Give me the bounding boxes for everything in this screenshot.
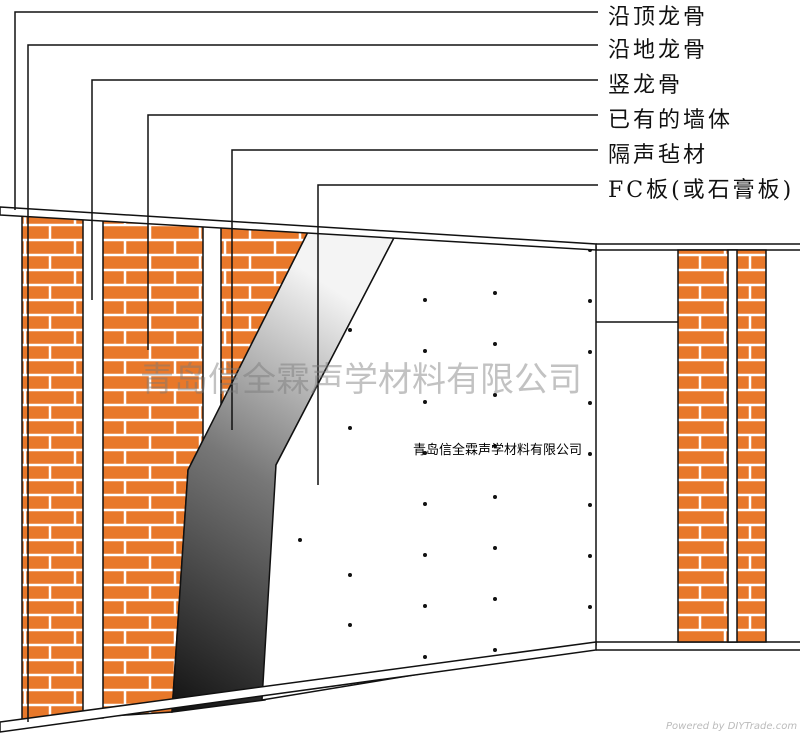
right-wall-section bbox=[596, 243, 800, 651]
screw bbox=[348, 426, 352, 430]
label-existing-wall: 已有的墙体 bbox=[608, 108, 734, 133]
screw bbox=[348, 573, 352, 577]
screw bbox=[423, 553, 427, 557]
label-fc-board: FC板(或石膏板) bbox=[608, 178, 795, 203]
screw bbox=[588, 299, 592, 303]
powered-by-footer: Powered by DIYTrade.com bbox=[666, 721, 798, 732]
screw bbox=[588, 554, 592, 558]
label-insulation-felt: 隔声毡材 bbox=[608, 143, 709, 168]
screw bbox=[493, 648, 497, 652]
label-top-track: 沿顶龙骨 bbox=[608, 5, 709, 30]
screw bbox=[588, 503, 592, 507]
screw bbox=[423, 298, 427, 302]
screw bbox=[493, 393, 497, 397]
screw bbox=[588, 452, 592, 456]
screw bbox=[423, 604, 427, 608]
screw bbox=[493, 291, 497, 295]
label-vertical-stud: 竖龙骨 bbox=[608, 73, 684, 98]
screw bbox=[588, 605, 592, 609]
screw bbox=[423, 451, 427, 455]
screw bbox=[493, 342, 497, 346]
screw bbox=[588, 401, 592, 405]
leader-lines bbox=[14, 11, 598, 722]
watermark-large: 青岛信全霖声学材料有限公司 bbox=[140, 360, 582, 400]
label-bottom-track: 沿地龙骨 bbox=[608, 38, 709, 63]
screw bbox=[348, 623, 352, 627]
watermark-small: 青岛信全霖声学材料有限公司 bbox=[413, 443, 583, 458]
screw bbox=[493, 597, 497, 601]
screw bbox=[423, 655, 427, 659]
screws bbox=[298, 240, 592, 659]
screw bbox=[493, 444, 497, 448]
screw bbox=[493, 495, 497, 499]
screw bbox=[588, 350, 592, 354]
screw bbox=[423, 349, 427, 353]
screw bbox=[423, 400, 427, 404]
screw bbox=[493, 546, 497, 550]
screw bbox=[423, 502, 427, 506]
screw bbox=[298, 538, 302, 542]
screw bbox=[348, 328, 352, 332]
